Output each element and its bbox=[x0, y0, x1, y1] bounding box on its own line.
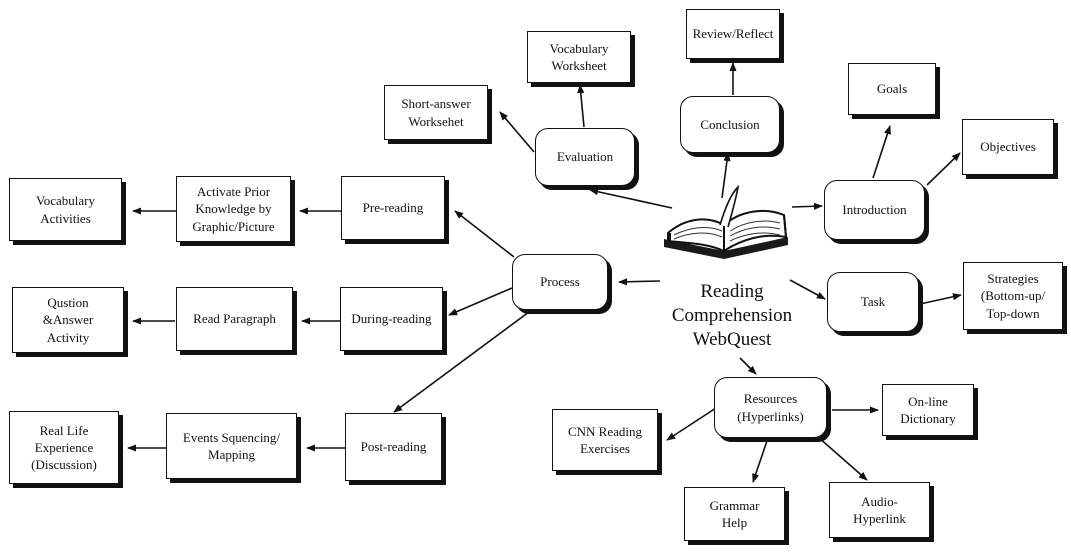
arrow-resources-cnn bbox=[666, 407, 717, 441]
node-question-answer-activity: Qustion &Answer Activity bbox=[12, 287, 124, 353]
arrow-resources-audio bbox=[809, 429, 868, 481]
center-title: Reading Comprehension WebQuest bbox=[671, 281, 793, 351]
arrow-evaluation-short-answer bbox=[499, 111, 535, 153]
arrow-book-task bbox=[789, 279, 826, 300]
node-pre-reading: Pre-reading bbox=[341, 176, 445, 240]
arrow-evaluation-vocab-worksheet bbox=[577, 84, 585, 128]
arrow-introduction-objectives bbox=[926, 152, 961, 186]
node-conclusion: Conclusion bbox=[680, 96, 780, 153]
node-online-dictionary: On-line Dictionary bbox=[882, 384, 974, 436]
arrow-book-process bbox=[618, 278, 661, 286]
node-post-reading: Post-reading bbox=[345, 413, 442, 481]
arrow-resources-grammar bbox=[752, 437, 769, 483]
node-cnn-reading-exercises: CNN Reading Exercises bbox=[552, 409, 658, 471]
node-task: Task bbox=[827, 272, 919, 332]
node-introduction: Introduction bbox=[824, 180, 925, 240]
node-real-life-experience: Real Life Experience (Discussion) bbox=[9, 411, 119, 484]
node-short-answer-worksheet: Short-answer Worksehet bbox=[384, 85, 488, 140]
node-read-paragraph: Read Paragraph bbox=[176, 287, 293, 351]
arrow-book-conclusion bbox=[721, 152, 731, 199]
node-goals: Goals bbox=[848, 63, 936, 115]
arrow-introduction-goals bbox=[872, 125, 891, 179]
arrow-process-during-reading bbox=[448, 287, 513, 316]
node-vocabulary-worksheet: Vocabulary Worksheet bbox=[527, 31, 631, 83]
node-review-reflect: Review/Reflect bbox=[686, 9, 780, 59]
node-activate-prior-knowledge: Activate Prior Knowledge by Graphic/Pict… bbox=[176, 176, 291, 242]
node-evaluation: Evaluation bbox=[535, 128, 635, 186]
arrow-book-resources bbox=[739, 357, 757, 375]
node-events-sequencing: Events Squencing/ Mapping bbox=[166, 413, 297, 479]
arrow-process-post-reading bbox=[393, 308, 534, 413]
open-book-icon bbox=[664, 185, 788, 259]
node-audio-hyperlink: Audio- Hyperlink bbox=[829, 482, 930, 538]
node-objectives: Objectives bbox=[962, 119, 1054, 175]
arrow-process-pre-reading bbox=[454, 210, 515, 258]
node-process: Process bbox=[512, 254, 608, 310]
node-grammar-help: Grammar Help bbox=[684, 487, 785, 541]
node-strategies: Strategies (Bottom-up/ Top-down bbox=[963, 262, 1063, 330]
arrow-book-introduction bbox=[791, 202, 823, 210]
node-vocabulary-activities: Vocabulary Activities bbox=[9, 178, 122, 241]
arrow-task-strategies bbox=[919, 293, 962, 305]
node-resources: Resources (Hyperlinks) bbox=[714, 377, 827, 438]
arrow-book-evaluation bbox=[589, 188, 673, 209]
node-during-reading: During-reading bbox=[340, 287, 443, 351]
